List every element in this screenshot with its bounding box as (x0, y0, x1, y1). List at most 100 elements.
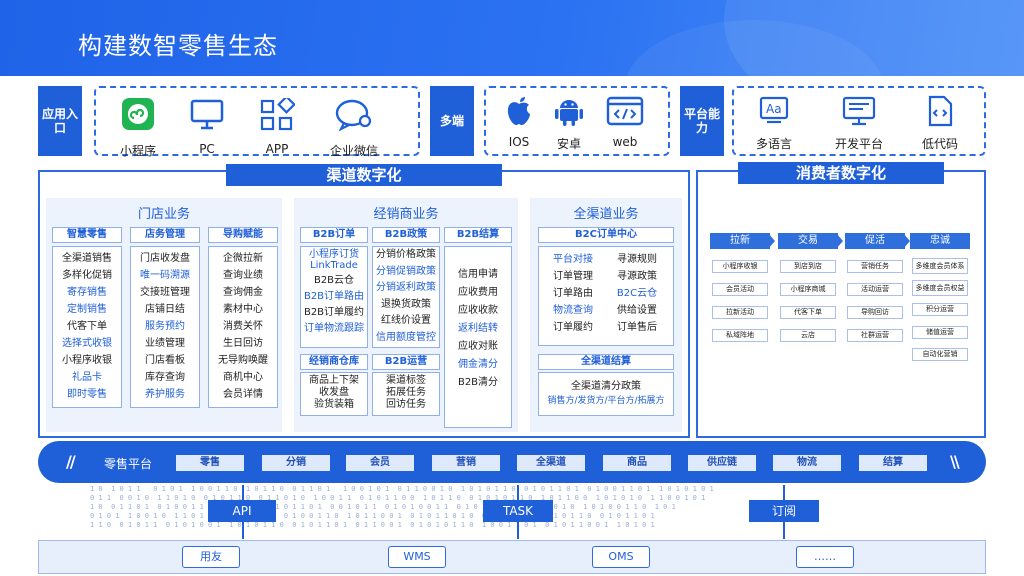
list-item[interactable]: 查询业绩 (223, 270, 263, 281)
funnel-item[interactable]: 营销任务 (847, 260, 903, 273)
platform-module-5[interactable]: 商品 (603, 455, 671, 471)
list-item[interactable]: 商品上下架 (309, 375, 359, 386)
list-item[interactable]: 订单履约 (553, 322, 593, 333)
list-item[interactable]: 订单路由 (553, 288, 593, 299)
list-item[interactable]: 代客下单 (67, 321, 107, 332)
list-item[interactable]: 门店看板 (145, 355, 185, 366)
platform-module-3[interactable]: 营销 (432, 455, 500, 471)
funnel-item[interactable]: 私域阵地 (712, 329, 768, 342)
list-item[interactable]: 回访任务 (386, 399, 426, 410)
settle-policy[interactable]: 全渠道清分政策 (571, 381, 641, 392)
platform-module-2[interactable]: 会员 (346, 455, 414, 471)
list-item[interactable]: 生日回访 (223, 338, 263, 349)
list-item[interactable]: 素材中心 (223, 304, 263, 315)
list-item[interactable]: 多样化促销 (62, 270, 112, 281)
list-item[interactable]: 小程序收银 (62, 355, 112, 366)
api-box[interactable]: API (208, 500, 276, 522)
list-item[interactable]: 门店收发盘 (140, 253, 190, 264)
platform-module-7[interactable]: 物流 (773, 455, 841, 471)
list-item[interactable]: 唯一码溯源 (140, 270, 190, 281)
list-item[interactable]: 应收收款 (458, 305, 498, 316)
list-item[interactable]: 分销促销政策 (376, 265, 436, 277)
entry-wecom[interactable]: 企业微信 (318, 98, 390, 159)
list-item[interactable]: 应收费用 (458, 287, 498, 298)
list-item[interactable]: 业绩管理 (145, 338, 185, 349)
subscribe-box[interactable]: 订阅 (749, 500, 819, 522)
list-item[interactable]: B2B订单路由 (303, 291, 365, 302)
list-item[interactable]: 返利结转 (458, 323, 498, 334)
list-item[interactable]: 订单物流跟踪 (304, 323, 364, 334)
list-item[interactable]: 寄存销售 (67, 287, 107, 298)
list-item[interactable]: 定制销售 (67, 304, 107, 315)
funnel-item[interactable]: 多维度会员体系 (912, 258, 968, 274)
funnel-item[interactable]: 积分运营 (912, 303, 968, 316)
list-item[interactable]: 红线价设置 (381, 315, 431, 326)
system-wms[interactable]: WMS (388, 546, 446, 568)
list-item[interactable]: 供给设置 (617, 305, 657, 316)
funnel-item[interactable]: 拉新活动 (712, 306, 768, 319)
list-item[interactable]: 店铺日结 (145, 304, 185, 315)
platform-module-4[interactable]: 全渠道 (517, 455, 585, 471)
list-item[interactable]: 物流查询 (553, 305, 593, 316)
entry-android[interactable]: 安卓 (548, 95, 590, 152)
entry-app[interactable]: APP (247, 98, 307, 156)
list-item[interactable]: 信用申请 (458, 269, 498, 280)
entry-dev-platform[interactable]: 开发平台 (826, 95, 892, 152)
funnel-item[interactable]: 社群运营 (847, 329, 903, 342)
list-item[interactable]: 寻源规则 (617, 254, 657, 265)
task-box[interactable]: TASK (483, 500, 553, 522)
list-item[interactable]: 订单售后 (617, 322, 657, 333)
platform-module-1[interactable]: 分销 (262, 455, 330, 471)
list-item[interactable]: 分销返利政策 (376, 282, 436, 293)
funnel-item[interactable]: 会员活动 (712, 283, 768, 296)
list-item[interactable]: 服务预约 (145, 321, 185, 332)
platform-module-0[interactable]: 零售 (176, 455, 244, 471)
funnel-item[interactable]: 自动化营销 (912, 348, 968, 361)
entry-mini-program[interactable]: 小程序 (108, 96, 168, 159)
list-item[interactable]: 无导购唤醒 (218, 355, 268, 366)
list-item[interactable]: 渠道标签 (386, 375, 426, 386)
list-item[interactable]: 佣金清分 (458, 359, 498, 370)
entry-low-code[interactable]: 低代码 (910, 95, 970, 152)
list-item[interactable]: 应收对账 (458, 341, 498, 352)
funnel-item[interactable]: 储值运营 (912, 326, 968, 339)
funnel-item[interactable]: 到店到店 (780, 260, 836, 273)
funnel-item[interactable]: 代客下单 (780, 306, 836, 319)
entry-web[interactable]: web (602, 95, 648, 149)
list-item[interactable]: B2B云仓 (313, 275, 355, 286)
system-yonyou[interactable]: 用友 (182, 546, 240, 568)
list-item[interactable]: B2B清分 (457, 377, 499, 388)
list-item[interactable]: 会员详情 (223, 389, 263, 400)
list-item[interactable]: 收发盘 (319, 387, 349, 398)
list-item[interactable]: 退换货政策 (381, 298, 431, 310)
funnel-item[interactable]: 小程序收银 (712, 260, 768, 273)
entry-pc[interactable]: PC (177, 98, 237, 156)
list-item[interactable]: 消费关怀 (223, 321, 263, 332)
settle-parties[interactable]: 销售方/发货方/平台方/拓展方 (547, 396, 665, 406)
list-item[interactable]: 订单管理 (553, 271, 593, 282)
system-oms[interactable]: OMS (592, 546, 650, 568)
list-item[interactable]: 分销价格政策 (376, 249, 436, 260)
funnel-item[interactable]: 活动运营 (847, 283, 903, 296)
list-item[interactable]: 寻源政策 (617, 271, 657, 282)
list-item[interactable]: 查询佣金 (223, 287, 263, 298)
list-item[interactable]: 信用额度管控 (376, 331, 436, 343)
entry-multilang[interactable]: Aa 多语言 (746, 95, 802, 152)
list-item[interactable]: 即时零售 (67, 389, 107, 400)
funnel-item[interactable]: 多维度会员权益 (912, 280, 968, 296)
funnel-item[interactable]: 小程序商城 (780, 283, 836, 296)
list-item[interactable]: B2B订单履约 (303, 307, 365, 318)
list-item[interactable]: 全渠道销售 (62, 253, 112, 264)
list-item[interactable]: B2C云仓 (616, 288, 658, 299)
list-item[interactable]: 拓展任务 (386, 387, 426, 398)
list-item[interactable]: 交接班管理 (140, 287, 190, 298)
list-item[interactable]: 商机中心 (223, 372, 263, 383)
list-item[interactable]: 选择式收银 (62, 338, 112, 349)
list-item[interactable]: 库存查询 (145, 372, 185, 383)
list-item[interactable]: 平台对接 (553, 254, 593, 265)
list-item[interactable]: 养护服务 (145, 389, 185, 400)
list-item[interactable]: 礼品卡 (72, 372, 102, 383)
funnel-item[interactable]: 导购回访 (847, 306, 903, 319)
list-item[interactable]: 小程序订货 (309, 249, 359, 260)
system-more[interactable]: …… (796, 546, 854, 568)
